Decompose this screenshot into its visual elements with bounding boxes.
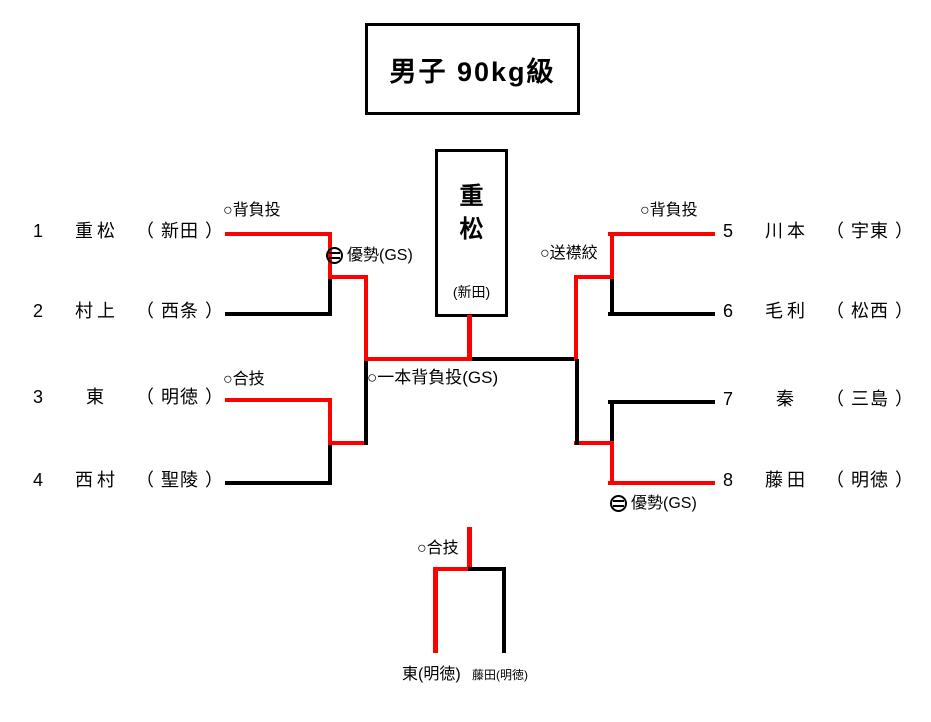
annotation-label: 優勢(GS) (347, 247, 413, 264)
player-team: （ 聖陵 ） (136, 470, 225, 490)
line-match1-connector (328, 275, 368, 279)
annotation-match2-technique: ○合技 (223, 371, 265, 388)
seed-number: 8 (723, 470, 734, 490)
line-match2-player2 (225, 481, 332, 485)
player-row-3: 3 東 （ 明徳 ） (28, 387, 224, 409)
line-final-to-champion-box (467, 315, 472, 361)
player-row-7: 7 秦 （ 三島 ） (718, 389, 914, 411)
annotation-match4-technique: 優勢(GS) (610, 494, 697, 513)
line-match2-connector (328, 441, 368, 445)
line-match4-connector (574, 441, 614, 445)
champion-team: (新田) (452, 284, 491, 300)
player-name: 藤田 (765, 470, 809, 490)
annotation-semifinal-left: 優勢(GS) (326, 246, 413, 265)
line-match2-player1 (225, 398, 332, 402)
player-name: 毛利 (765, 301, 809, 321)
title-box: 男子 90kg級 (365, 23, 580, 115)
player-name: 秦 (776, 389, 798, 409)
seed-number: 6 (723, 301, 734, 321)
line-match1-player1 (225, 232, 332, 236)
seed-number: 2 (33, 301, 44, 321)
line-match3-player1 (608, 232, 715, 236)
line-semifinal-left-loser (364, 359, 368, 445)
player-team: （ 宇東 ） (826, 221, 915, 241)
page-title: 男子 90kg級 (389, 56, 556, 87)
line-match4-player2 (608, 481, 715, 485)
line-match3-vertical-loser (610, 275, 614, 316)
champion-box: 重 松 (新田) (435, 149, 508, 317)
annotation-label: 優勢(GS) (631, 495, 697, 512)
seed-number: 3 (33, 387, 44, 407)
yusei-circle-icon (326, 247, 343, 264)
line-match4-vertical-loser (610, 400, 614, 445)
annotation-semifinal-right: ○送襟絞 (540, 245, 598, 262)
player-team: （ 三島 ） (826, 389, 915, 409)
thirdplace-loser-label: 藤田(明徳) (472, 668, 528, 682)
player-team: （ 新田 ） (136, 221, 225, 241)
line-final-winner-side (364, 357, 472, 361)
line-thirdplace-winner-stub (467, 527, 472, 571)
line-match1-vertical-loser (328, 275, 332, 316)
line-semifinal-left-winner (364, 275, 368, 361)
champion-name: 重 松 (459, 183, 484, 243)
seed-number: 1 (33, 221, 44, 241)
line-semifinal-right-loser (575, 359, 579, 445)
line-match2-vertical-loser (328, 441, 332, 485)
player-team: （ 明徳 ） (136, 387, 225, 407)
player-name: 西村 (75, 470, 119, 490)
seed-number: 4 (33, 470, 44, 490)
line-match3-vertical-winner (610, 232, 614, 279)
player-team: （ 西条 ） (136, 301, 225, 321)
seed-number: 7 (723, 389, 734, 409)
player-row-5: 5 川本 （ 宇東 ） (718, 221, 914, 243)
line-match3-player2 (608, 312, 715, 316)
line-match4-player1 (608, 400, 715, 404)
thirdplace-winner-label: 東(明徳) (402, 666, 461, 683)
player-team: （ 明徳 ） (826, 470, 915, 490)
player-row-8: 8 藤田 （ 明徳 ） (718, 470, 914, 492)
line-match3-connector (574, 275, 614, 279)
player-name: 東 (86, 387, 108, 407)
line-semifinal-right-winner (574, 275, 578, 361)
line-match4-vertical-winner (610, 441, 614, 485)
annotation-thirdplace-technique: ○合技 (417, 540, 459, 557)
line-match1-player2 (225, 312, 332, 316)
player-row-4: 4 西村 （ 聖陵 ） (28, 470, 224, 492)
player-team: （ 松西 ） (826, 301, 915, 321)
line-thirdplace-top-loser (468, 567, 506, 571)
player-row-2: 2 村上 （ 西条 ） (28, 301, 224, 323)
player-row-6: 6 毛利 （ 松西 ） (718, 301, 914, 323)
annotation-match1-technique: ○背負投 (223, 202, 281, 219)
player-name: 重松 (75, 221, 119, 241)
player-name: 村上 (75, 301, 119, 321)
line-thirdplace-left (433, 567, 438, 653)
seed-number: 5 (723, 221, 734, 241)
annotation-match3-technique: ○背負投 (640, 202, 698, 219)
annotation-final-technique: ○一本背負投(GS) (367, 368, 499, 387)
line-thirdplace-right (502, 567, 506, 653)
line-final-loser-side (470, 357, 578, 361)
player-row-1: 1 重松 （ 新田 ） (28, 221, 224, 243)
line-match2-vertical-winner (328, 398, 332, 445)
line-thirdplace-top-winner (433, 567, 472, 571)
player-name: 川本 (765, 221, 809, 241)
yusei-circle-icon (610, 495, 627, 512)
